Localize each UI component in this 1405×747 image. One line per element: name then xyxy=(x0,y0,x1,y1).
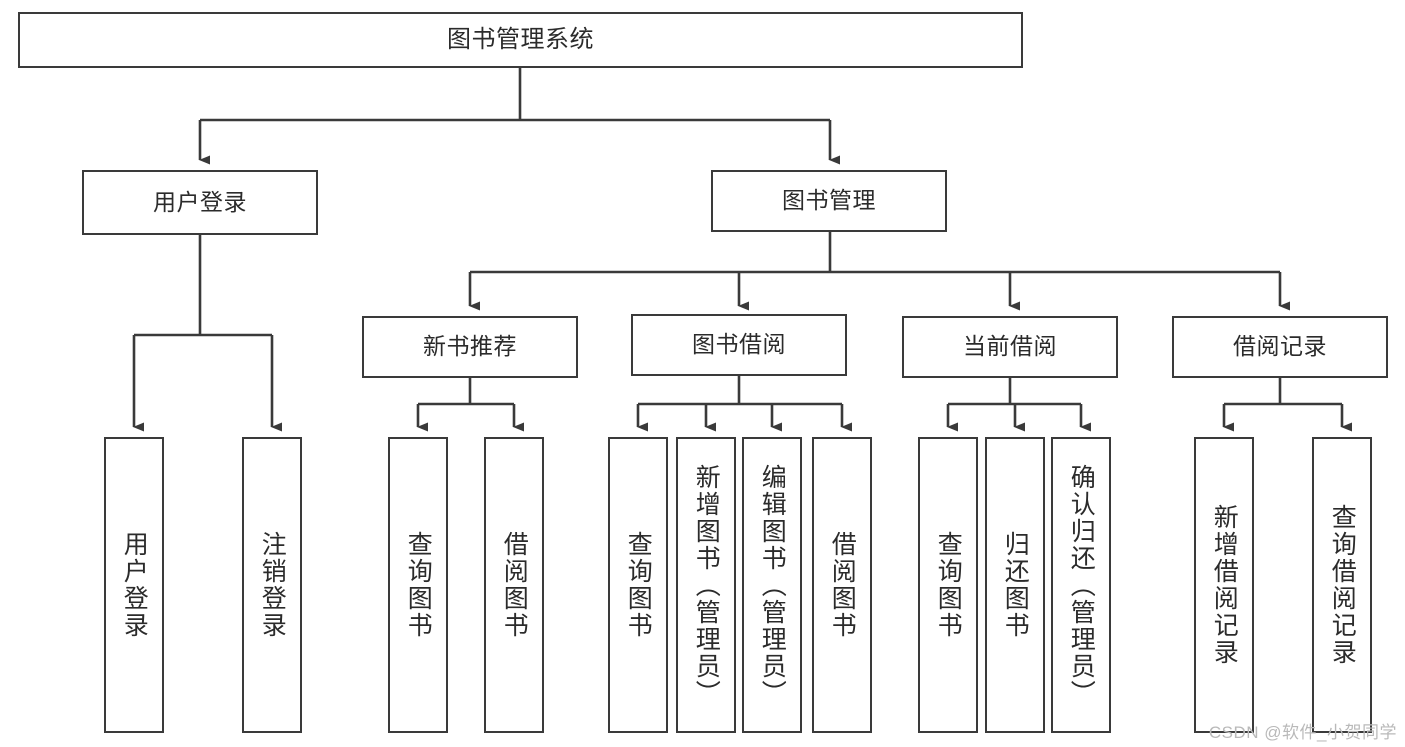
node-leaf-borrow-book[interactable]: 借阅图书 xyxy=(812,437,872,733)
node-leaf-query-book-current[interactable]: 查询图书 xyxy=(918,437,978,733)
node-label: 查询图书 xyxy=(934,531,963,639)
node-label: 注销登录 xyxy=(258,531,287,639)
node-label: 查询图书 xyxy=(624,531,653,639)
node-current-borrow[interactable]: 当前借阅 xyxy=(902,316,1118,378)
node-leaf-query-borrow-record[interactable]: 查询借阅记录 xyxy=(1312,437,1372,733)
watermark: CSDN @软件_小贺同学 xyxy=(1208,723,1397,742)
node-root-book-management-system[interactable]: 图书管理系统 xyxy=(18,12,1023,68)
node-label: 新增图书（管理员） xyxy=(692,463,721,707)
node-label: 用户登录 xyxy=(120,531,149,639)
node-user-login[interactable]: 用户登录 xyxy=(82,170,318,235)
node-leaf-add-borrow-record[interactable]: 新增借阅记录 xyxy=(1194,437,1254,733)
node-leaf-return-book[interactable]: 归还图书 xyxy=(985,437,1045,733)
node-label: 确认归还（管理员） xyxy=(1067,463,1096,707)
node-label: 编辑图书（管理员） xyxy=(758,463,787,707)
node-new-book-recommend[interactable]: 新书推荐 xyxy=(362,316,578,378)
node-leaf-query-book-borrow[interactable]: 查询图书 xyxy=(608,437,668,733)
node-leaf-logout-login[interactable]: 注销登录 xyxy=(242,437,302,733)
node-label: 图书管理系统 xyxy=(447,25,594,53)
node-label: 借阅记录 xyxy=(1233,333,1327,360)
node-leaf-borrow-book-recommend[interactable]: 借阅图书 xyxy=(484,437,544,733)
node-label: 借阅图书 xyxy=(500,531,529,639)
node-label: 图书借阅 xyxy=(692,331,786,358)
node-label: 查询借阅记录 xyxy=(1328,504,1357,666)
node-label: 借阅图书 xyxy=(828,531,857,639)
node-leaf-add-book[interactable]: 新增图书（管理员） xyxy=(676,437,736,733)
node-label: 当前借阅 xyxy=(963,333,1057,360)
node-leaf-confirm-return[interactable]: 确认归还（管理员） xyxy=(1051,437,1111,733)
node-label: 归还图书 xyxy=(1001,531,1030,639)
node-leaf-user-login[interactable]: 用户登录 xyxy=(104,437,164,733)
node-leaf-edit-book[interactable]: 编辑图书（管理员） xyxy=(742,437,802,733)
node-label: 新增借阅记录 xyxy=(1210,504,1239,666)
node-book-management[interactable]: 图书管理 xyxy=(711,170,947,232)
node-borrow-record[interactable]: 借阅记录 xyxy=(1172,316,1388,378)
node-book-borrow[interactable]: 图书借阅 xyxy=(631,314,847,376)
node-label: 用户登录 xyxy=(153,188,247,215)
node-label: 新书推荐 xyxy=(423,333,517,360)
node-label: 图书管理 xyxy=(782,187,876,214)
node-leaf-query-book-recommend[interactable]: 查询图书 xyxy=(388,437,448,733)
node-label: 查询图书 xyxy=(404,531,433,639)
